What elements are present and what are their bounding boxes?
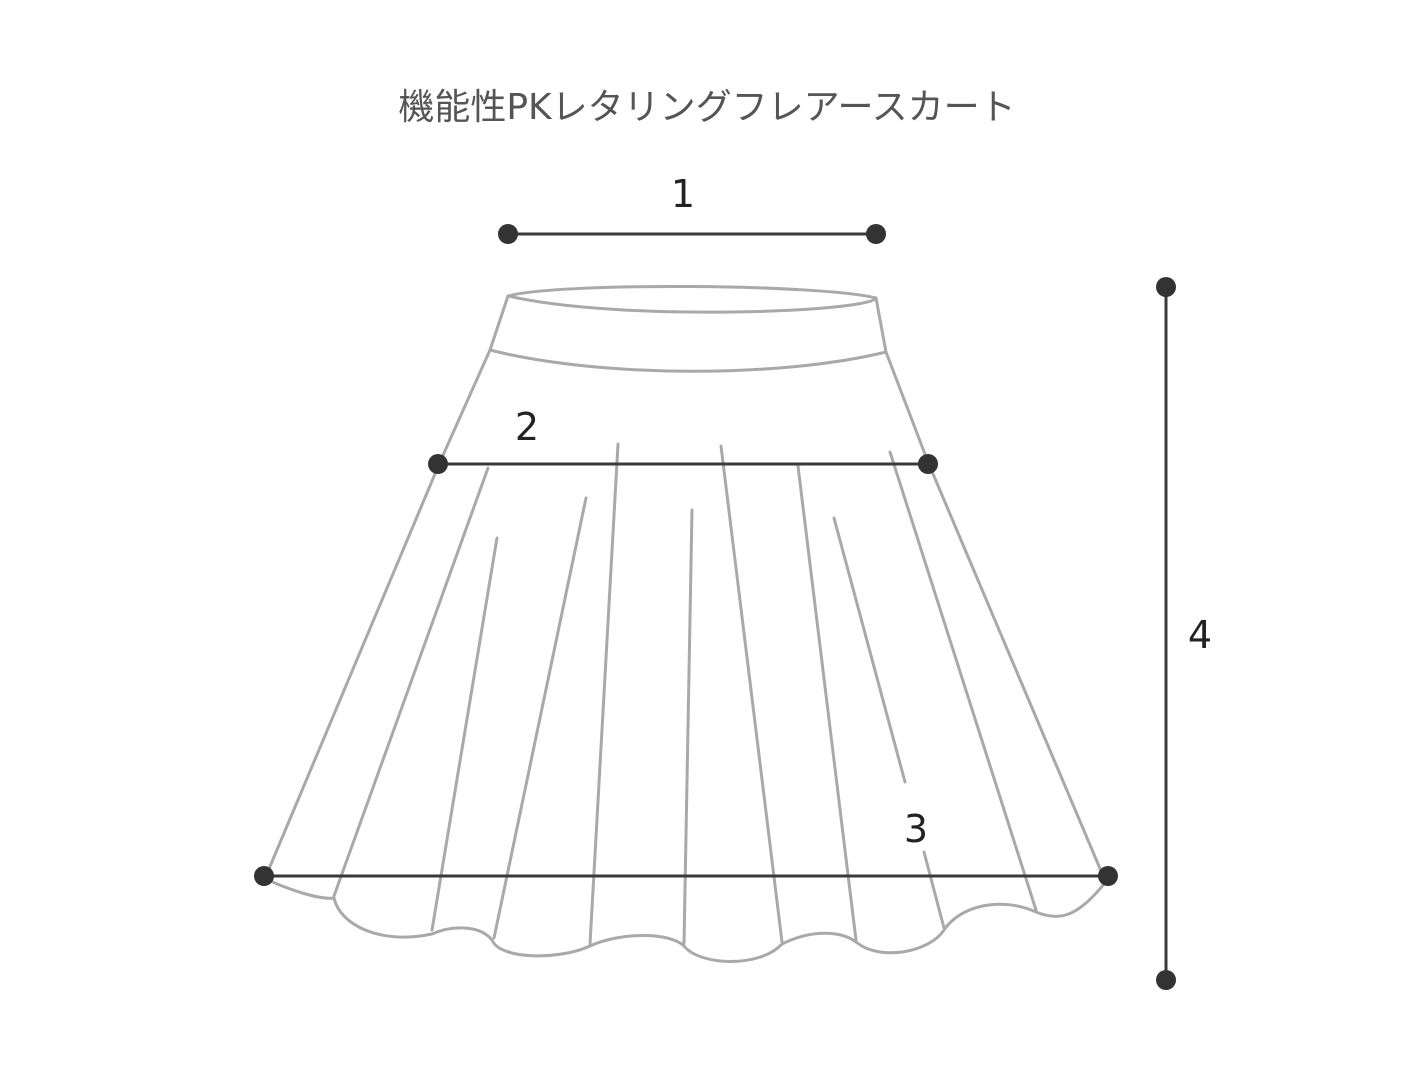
pleat-line	[492, 496, 588, 940]
skirt-hem	[266, 878, 1106, 963]
measure-endpoint	[254, 866, 274, 886]
page-title: 機能性PKレタリングフレアースカート	[398, 87, 1016, 128]
waistband-seam	[488, 348, 888, 373]
pleat-line	[588, 442, 620, 946]
measure-label-3: 3	[904, 807, 928, 851]
measure-endpoint	[866, 224, 886, 244]
pleat-line	[922, 850, 946, 930]
pleat-line	[832, 516, 907, 784]
measurement-4: 4	[1156, 277, 1212, 990]
pleat-line	[888, 450, 1038, 912]
measure-endpoint	[1098, 866, 1118, 886]
pleat-line	[430, 536, 499, 932]
pleat-line	[796, 464, 858, 942]
measure-endpoint	[428, 454, 448, 474]
waistband-left-side	[488, 294, 510, 352]
measure-endpoint	[1156, 970, 1176, 990]
skirt-left-edge	[264, 348, 492, 878]
measure-label-4: 4	[1188, 613, 1212, 657]
measure-label-1: 1	[671, 172, 695, 216]
waistband-top	[506, 284, 878, 314]
measurement-1: 1	[498, 172, 886, 244]
measure-endpoint	[1156, 277, 1176, 297]
measure-endpoint	[918, 454, 938, 474]
waistband-right-side	[874, 296, 888, 354]
measure-endpoint	[498, 224, 518, 244]
pleat-line	[719, 444, 784, 944]
skirt-right-edge	[884, 350, 1106, 880]
pleat-line	[682, 508, 694, 946]
measure-label-2: 2	[515, 405, 539, 449]
pleat-line	[332, 466, 490, 898]
measurement-2: 2	[428, 405, 938, 474]
measurement-3: 3	[254, 807, 1118, 886]
skirt-illustration	[264, 284, 1106, 963]
